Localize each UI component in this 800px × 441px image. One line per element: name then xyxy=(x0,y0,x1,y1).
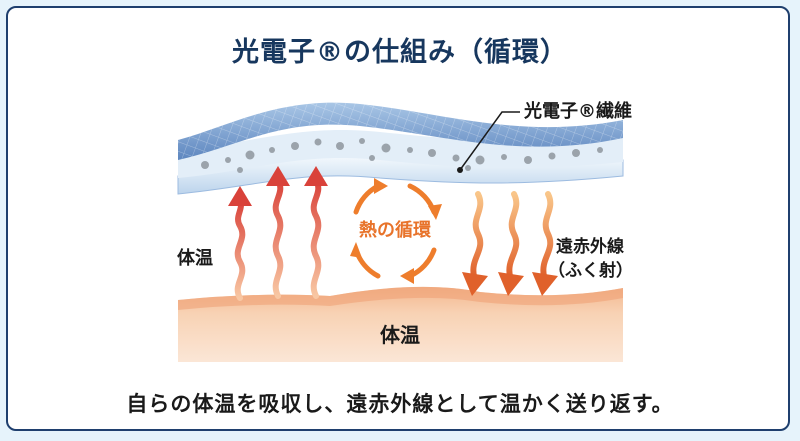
photon-fabric xyxy=(177,102,624,195)
skin-body-temp-label: 体温 xyxy=(380,323,420,347)
heat-up-arrow-3 xyxy=(304,166,328,299)
radiation-down-arrow-2 xyxy=(498,191,524,296)
heat-up-arrow-1 xyxy=(228,186,252,301)
skin-layer xyxy=(178,286,623,362)
radiation-down-arrow-3 xyxy=(532,191,558,296)
fiber-label: 光電子®繊維 xyxy=(523,100,632,122)
far-infrared-label: 遠赤外線 xyxy=(556,236,624,257)
caption: 自らの体温を吸収し、遠赤外線として温かく送り返す。 xyxy=(126,392,674,416)
radiation-down-arrow-1 xyxy=(462,191,488,296)
fiber-leader xyxy=(457,111,520,173)
page-title: 光電子®の仕組み（循環） xyxy=(232,37,568,68)
cycle-arrowheads xyxy=(350,178,442,284)
heat-cycle-label: 熱の循環 xyxy=(359,219,432,241)
heat-up-arrow-2 xyxy=(266,166,290,299)
ceramic-particles xyxy=(201,138,603,173)
body-temp-label-left: 体温 xyxy=(177,247,213,269)
radiation-label: （ふく射） xyxy=(548,260,633,281)
